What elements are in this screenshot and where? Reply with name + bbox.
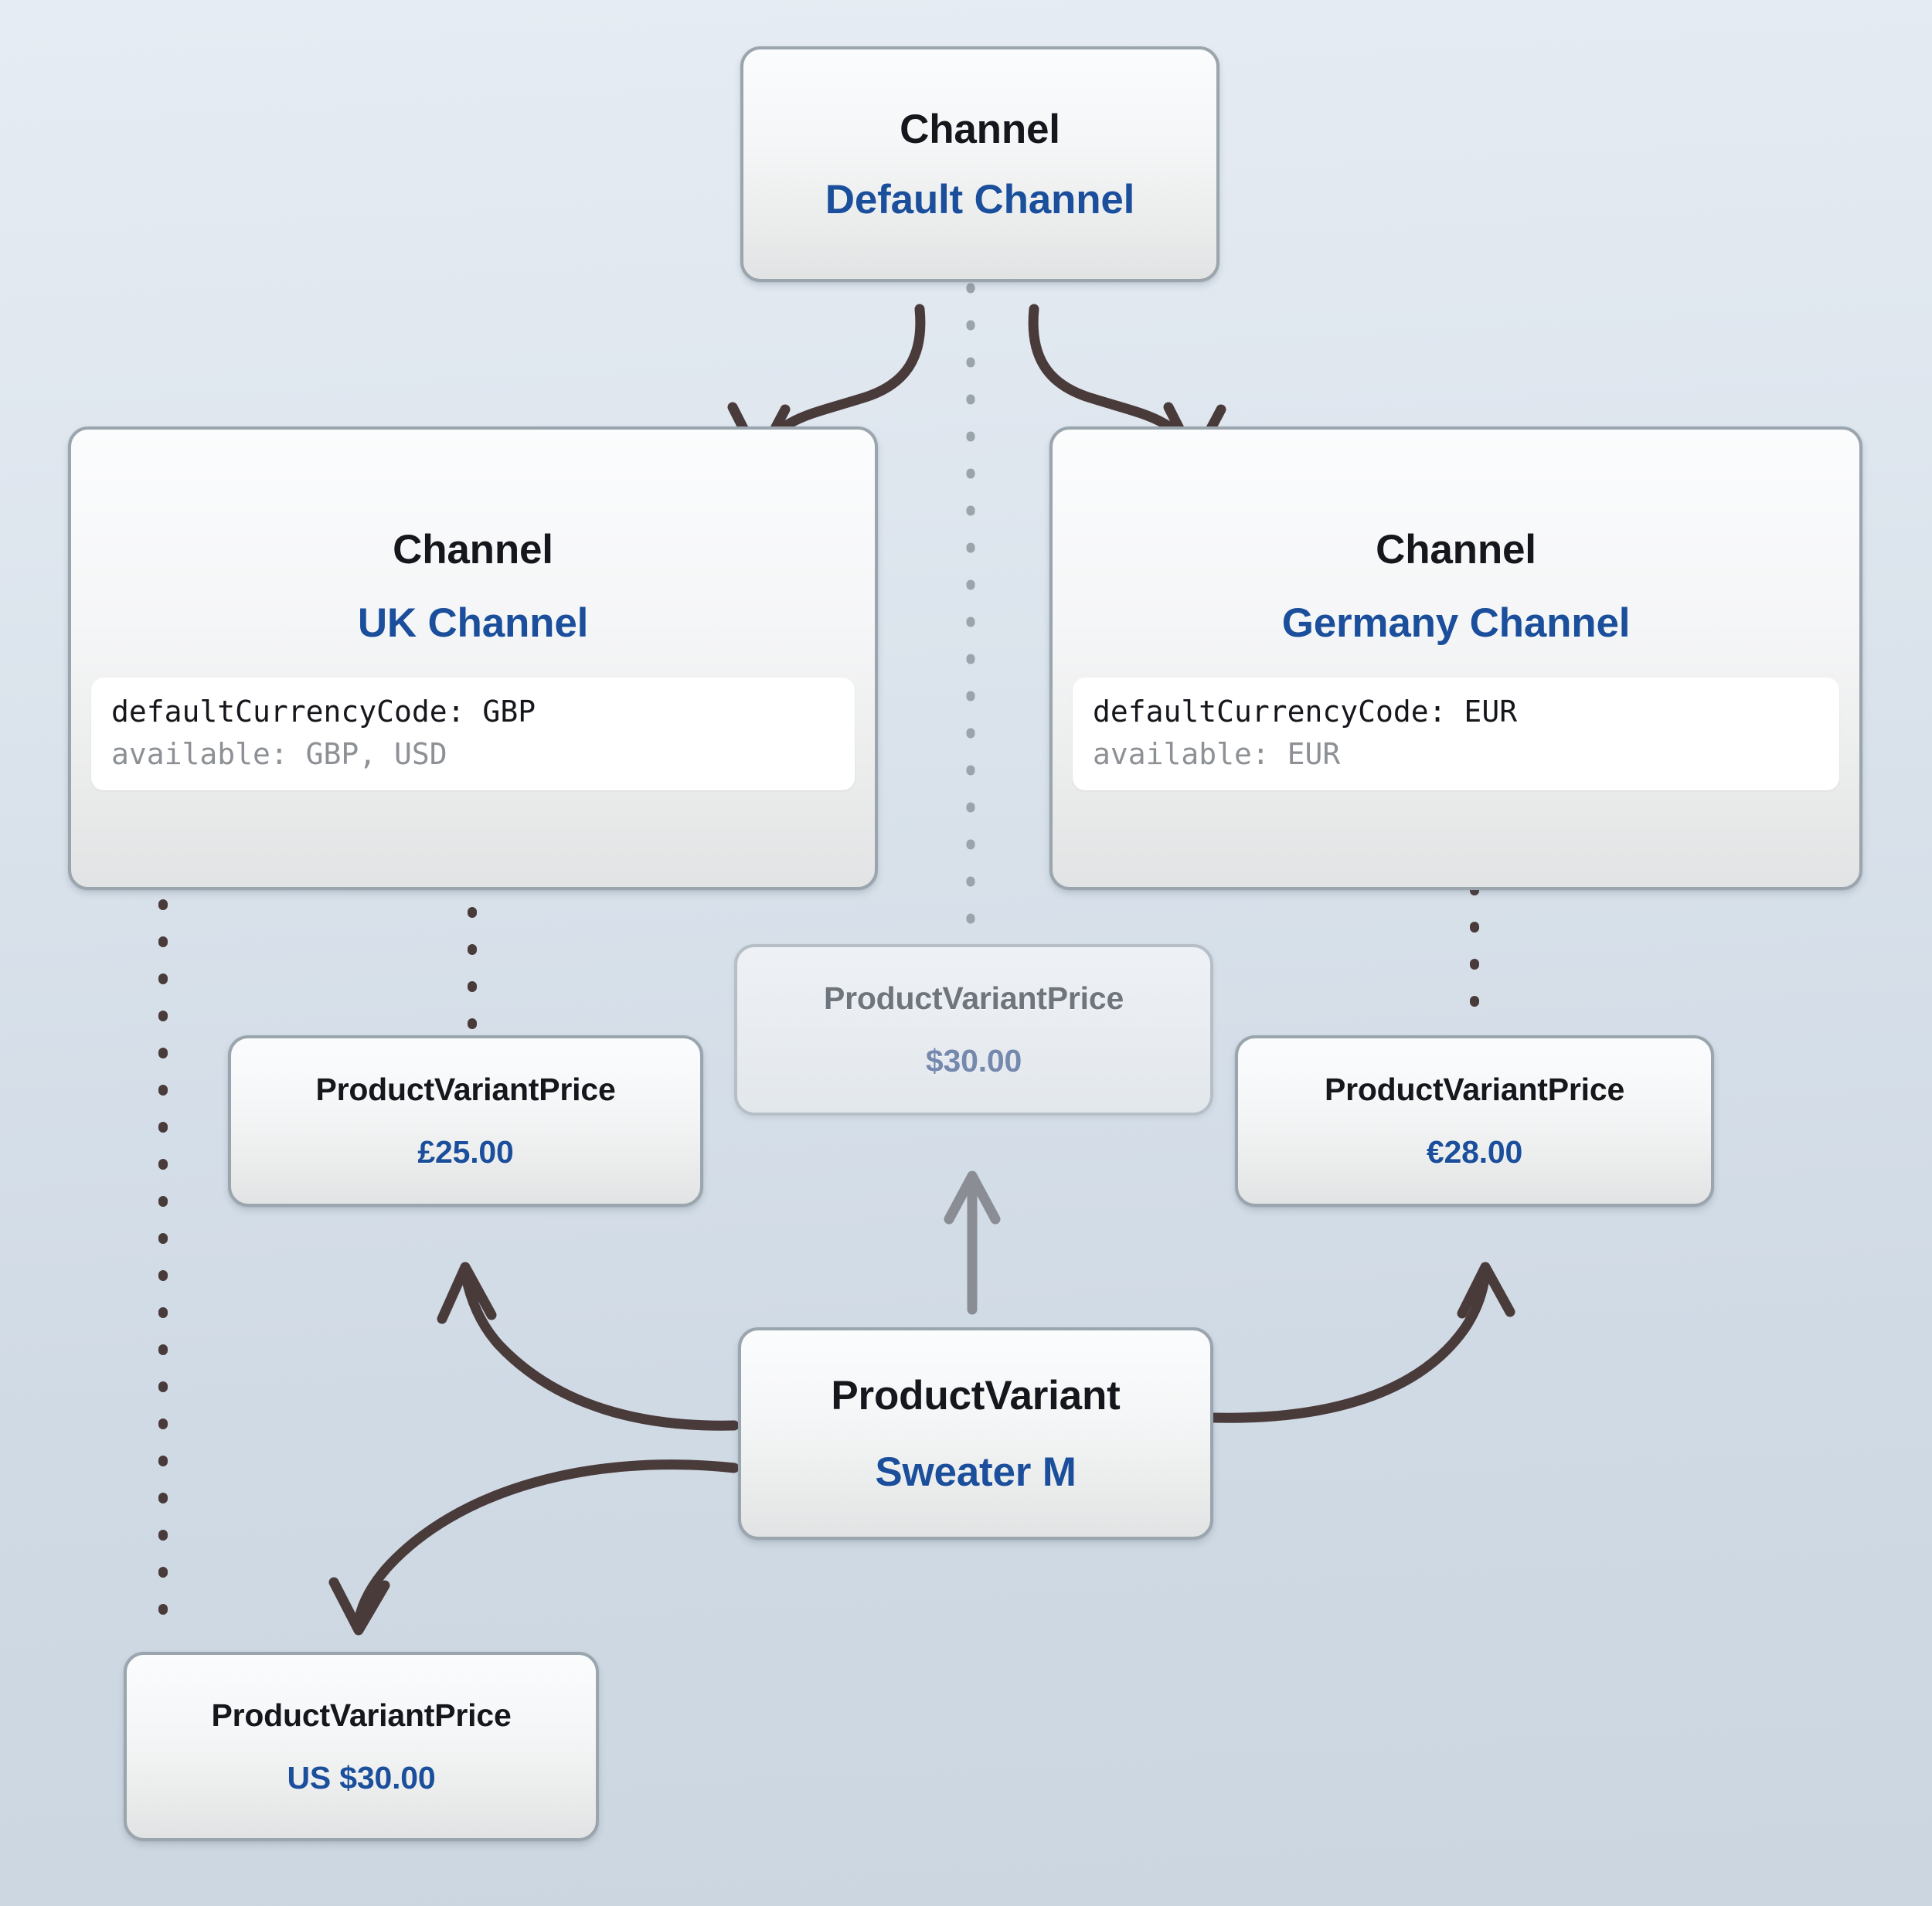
- node-product-variant-price-us[interactable]: ProductVariantPrice US $30.00: [124, 1652, 599, 1841]
- node-product-variant-price-usd-ghost[interactable]: ProductVariantPrice $30.00: [734, 944, 1213, 1116]
- node-default-channel[interactable]: Channel Default Channel: [740, 46, 1219, 282]
- node-type-label: ProductVariant: [831, 1372, 1121, 1418]
- edge-variant-to-price-gbp-arrow: [437, 1262, 740, 1431]
- node-product-variant[interactable]: ProductVariant Sweater M: [738, 1327, 1213, 1540]
- node-germany-channel[interactable]: Channel Germany Channel defaultCurrencyC…: [1049, 426, 1862, 890]
- node-product-variant-price-eur[interactable]: ProductVariantPrice €28.00: [1235, 1035, 1714, 1207]
- node-name-label: Default Channel: [825, 176, 1135, 223]
- node-type-label: ProductVariantPrice: [211, 1697, 512, 1733]
- node-price-value: $30.00: [925, 1043, 1022, 1079]
- node-type-label: Channel: [900, 106, 1060, 152]
- node-type-label: ProductVariantPrice: [823, 980, 1124, 1016]
- node-type-label: ProductVariantPrice: [315, 1072, 616, 1107]
- node-name-label: Germany Channel: [1281, 600, 1631, 646]
- attr-default-currency-code: defaultCurrencyCode: GBP: [111, 694, 536, 729]
- attr-available-currencies: available: EUR: [1093, 737, 1341, 771]
- node-price-value: €28.00: [1426, 1134, 1523, 1170]
- node-type-label: Channel: [1376, 526, 1536, 572]
- node-uk-channel[interactable]: Channel UK Channel defaultCurrencyCode: …: [68, 426, 878, 890]
- node-price-value: £25.00: [417, 1134, 514, 1170]
- node-type-label: Channel: [393, 526, 553, 572]
- node-product-variant-price-gbp[interactable]: ProductVariantPrice £25.00: [228, 1035, 703, 1207]
- germany-channel-attributes: defaultCurrencyCode: EUR available: EUR: [1073, 677, 1839, 791]
- node-type-label: ProductVariantPrice: [1324, 1072, 1625, 1107]
- edge-variant-to-price-us-arrow: [328, 1459, 740, 1636]
- edge-variant-to-price-eur-arrow: [1208, 1262, 1515, 1423]
- edge-variant-to-usd-ghost-arrow: [944, 1170, 1001, 1315]
- attr-available-currencies: available: GBP, USD: [111, 737, 447, 771]
- uk-channel-attributes: defaultCurrencyCode: GBP available: GBP,…: [91, 677, 855, 791]
- node-name-label: UK Channel: [357, 600, 589, 646]
- node-name-label: Sweater M: [875, 1449, 1077, 1495]
- node-price-value: US $30.00: [287, 1759, 436, 1796]
- attr-default-currency-code: defaultCurrencyCode: EUR: [1093, 694, 1518, 729]
